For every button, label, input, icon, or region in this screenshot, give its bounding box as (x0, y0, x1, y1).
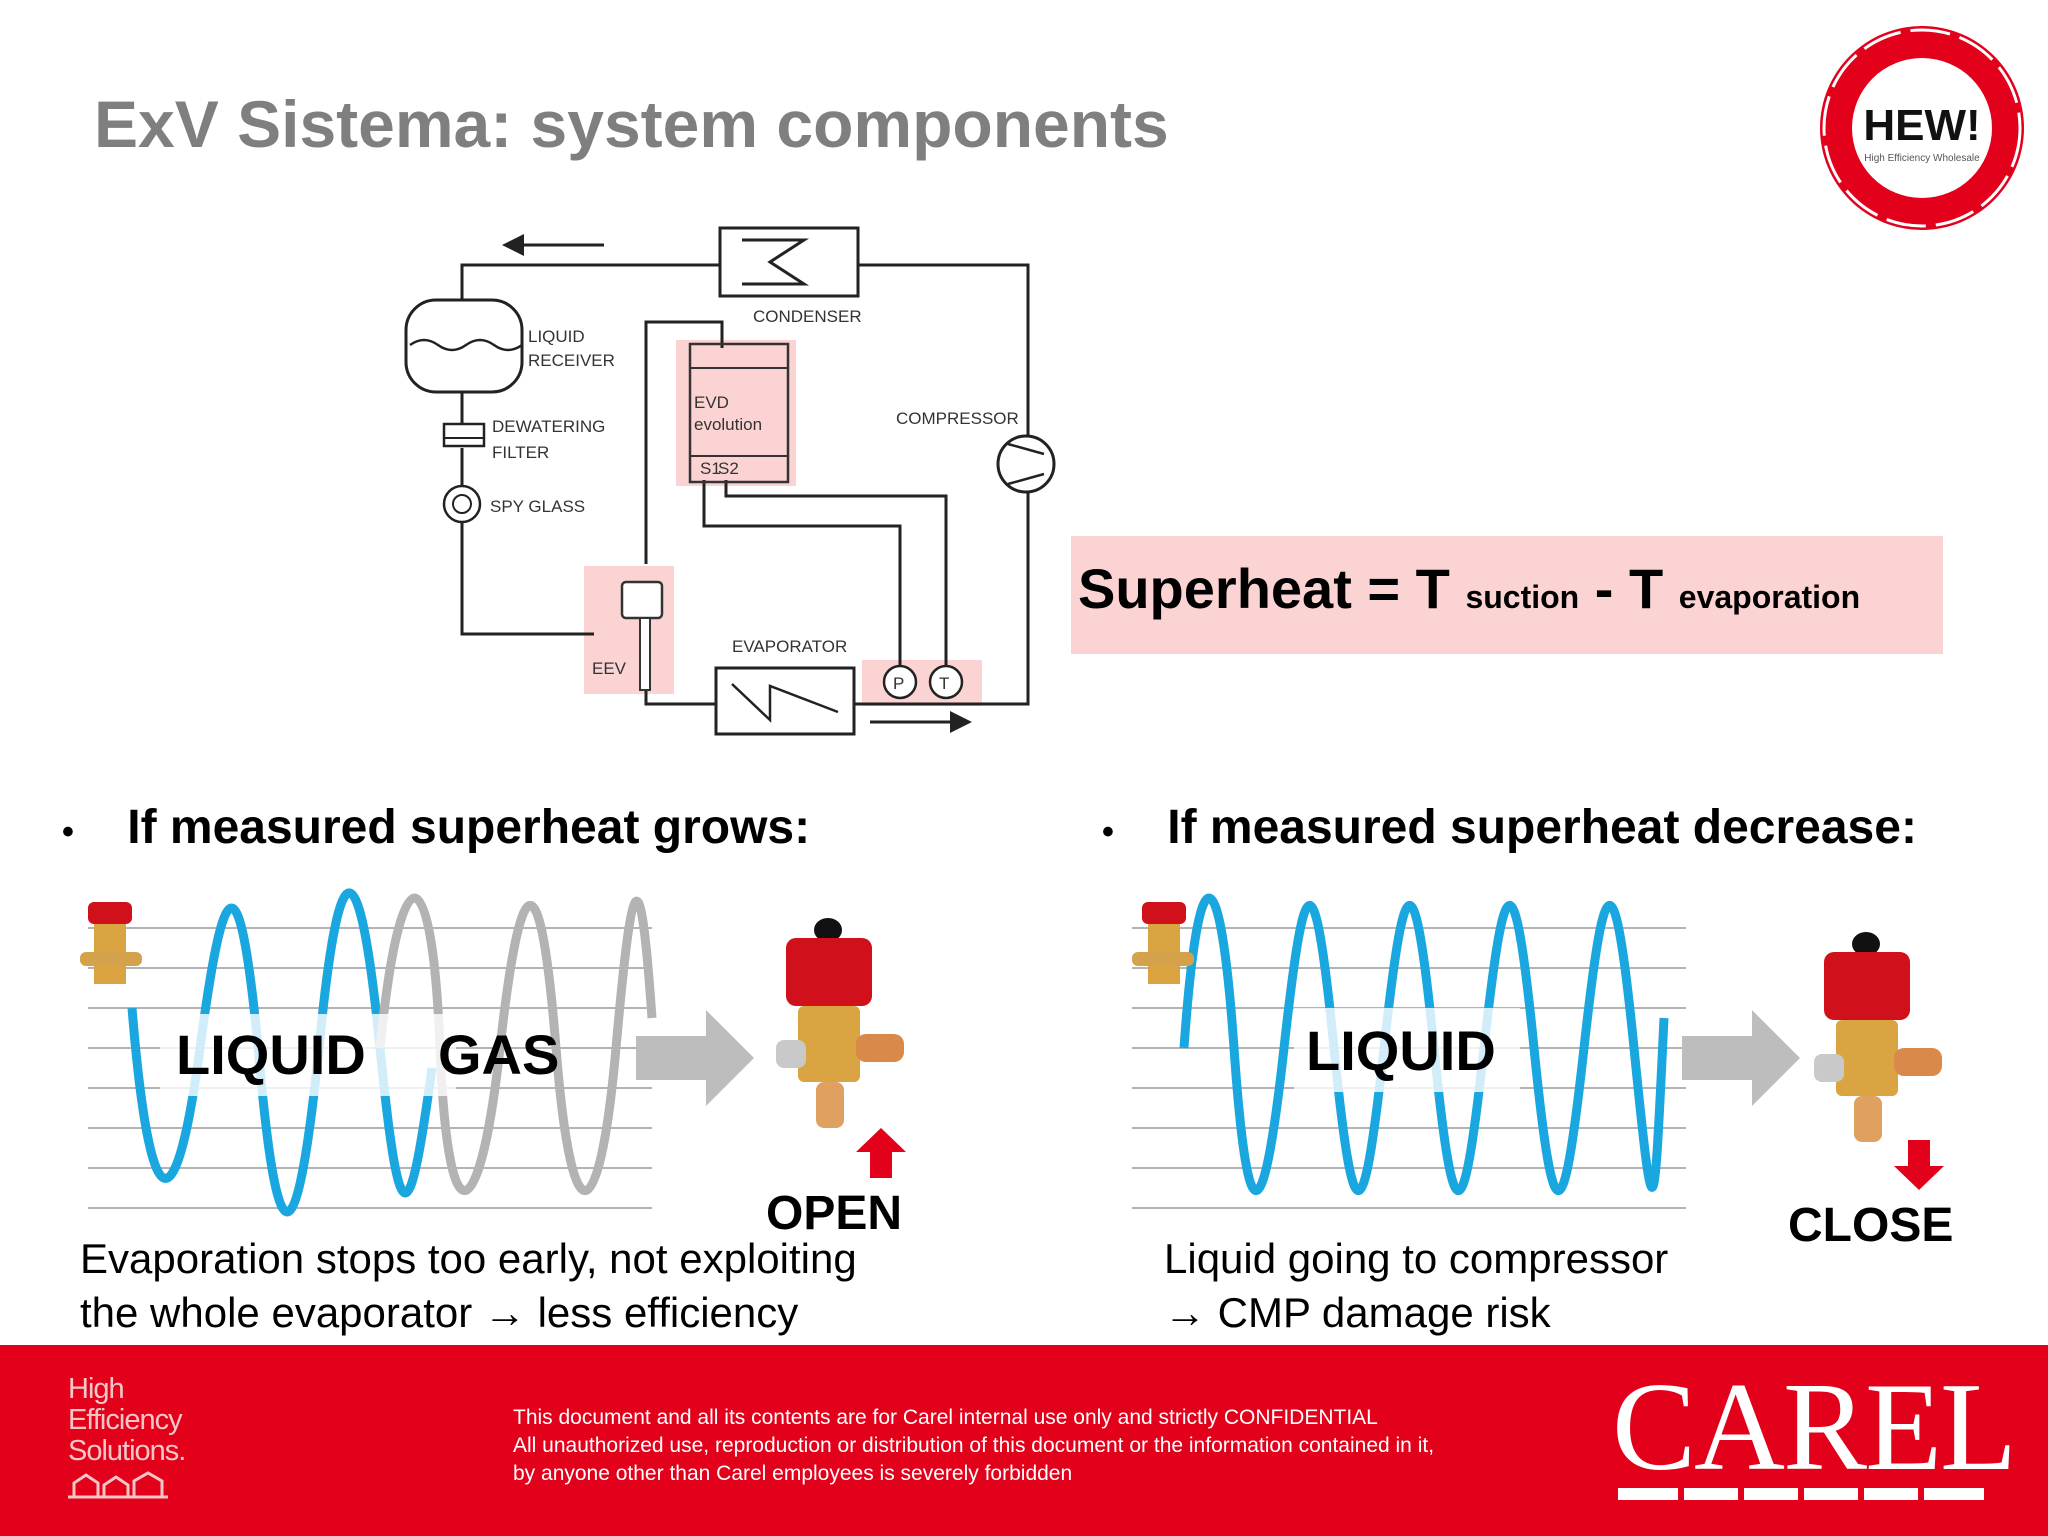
spy-glass-icon (442, 484, 482, 524)
hew-badge-logo: HEW! High Efficiency Wholesale (1820, 26, 2024, 230)
right-wave-illustration (1132, 893, 1686, 1209)
valve-icon-small (1142, 902, 1186, 924)
gas-label: GAS (438, 1023, 560, 1086)
formula-sub-suction: suction (1465, 579, 1580, 615)
eev-valve-icon (620, 580, 664, 620)
valve-icon-small (88, 902, 132, 924)
spy-glass-label: SPY GLASS (490, 497, 585, 516)
evaporator-icon (714, 666, 856, 736)
disclaimer-line-3: by anyone other than Carel employees is … (513, 1462, 1073, 1485)
left-description: Evaporation stops too early, not exploit… (80, 1232, 857, 1340)
t-label: T (939, 674, 949, 693)
superheat-formula: Superheat = T suction - T evaporation (1078, 556, 1860, 621)
evaporator-label: EVAPORATOR (732, 637, 847, 656)
bullet: • (62, 813, 74, 851)
valve-close-icon (1814, 932, 1942, 1142)
left-description-line-1: Evaporation stops too early, not exploit… (80, 1235, 857, 1282)
high-efficiency-solutions-logo: High Efficiency Solutions. (68, 1373, 186, 1508)
dewatering-filter-label-2: FILTER (492, 443, 549, 462)
s1-label: S1 (700, 459, 721, 478)
disclaimer-line-1: This document and all its contents are f… (513, 1406, 1378, 1429)
confidentiality-disclaimer: This document and all its contents are f… (513, 1404, 1434, 1488)
gas-wave (375, 893, 657, 1196)
compressor-icon (996, 434, 1056, 494)
evd-label: EVD (694, 393, 729, 412)
formula-sub-evaporation: evaporation (1678, 579, 1861, 615)
left-bullet-heading: • If measured superheat grows: (62, 800, 810, 855)
left-wave-illustration (80, 888, 657, 1217)
left-heading-text: If measured superheat grows: (127, 801, 811, 854)
right-description-line-2: → CMP damage risk (1164, 1289, 1551, 1336)
liquid-label-right: LIQUID (1306, 1019, 1496, 1082)
p-label: P (893, 674, 904, 693)
superheat-highlight-box (1071, 536, 1943, 654)
condenser-label: CONDENSER (753, 307, 862, 326)
buildings-icon (68, 1471, 168, 1499)
liquid-label-left: LIQUID (176, 1023, 366, 1086)
liquid-receiver-label: LIQUID (528, 327, 585, 346)
open-label: OPEN (766, 1187, 903, 1240)
footer-bar (0, 1345, 2048, 1536)
liquid-wave (127, 888, 437, 1217)
compressor-label: COMPRESSOR (896, 409, 1019, 428)
temperature-sensor-icon (928, 664, 964, 700)
evd-highlight (676, 340, 796, 486)
left-description-line-2: the whole evaporator → less efficiency (80, 1289, 799, 1336)
sensors-highlight (862, 660, 982, 706)
badge-sub-text: High Efficiency Wholesale (1864, 153, 1980, 164)
right-description-line-1: Liquid going to compressor (1164, 1235, 1669, 1282)
dewatering-filter-icon (442, 422, 486, 448)
valve-open-icon (776, 918, 904, 1128)
close-label: CLOSE (1788, 1199, 1954, 1252)
carel-logo: CAREL (1612, 1358, 2017, 1497)
badge-main-text: HEW! (1863, 101, 1980, 150)
liquid-receiver-label-2: RECEIVER (528, 351, 615, 370)
disclaimer-line-2: All unauthorized use, reproduction or di… (513, 1434, 1435, 1457)
condenser-icon (718, 226, 860, 298)
evd-controller-icon (688, 342, 790, 484)
dewatering-filter-label: DEWATERING (492, 417, 605, 436)
slide-title: ExV Sistema: system components (94, 87, 1169, 161)
left-gray-arrow-icon (636, 1010, 754, 1106)
refrigeration-circuit-diagram: CONDENSER LIQUID RECEIVER DEWATERING FIL… (404, 226, 1056, 736)
bullet: • (1102, 813, 1114, 851)
evd-label-2: evolution (694, 415, 762, 434)
s2-label: S2 (718, 459, 739, 478)
close-down-arrow-icon (1894, 1140, 1944, 1190)
right-heading-text: If measured superheat decrease: (1167, 801, 1917, 854)
pressure-sensor-icon (882, 664, 918, 700)
open-up-arrow-icon (856, 1128, 906, 1178)
formula-mid: - T (1579, 557, 1664, 620)
right-gray-arrow-icon (1682, 1010, 1800, 1106)
eev-label: EEV (592, 659, 627, 678)
formula-lhs: Superheat = T (1078, 557, 1450, 620)
right-description: Liquid going to compressor → CMP damage … (1164, 1232, 1668, 1340)
logo-line-1: High (68, 1373, 125, 1405)
logo-line-2: Efficiency (68, 1404, 183, 1436)
carel-logo-underline (1618, 1488, 1984, 1500)
logo-line-3: Solutions. (68, 1435, 186, 1467)
right-bullet-heading: • If measured superheat decrease: (1102, 800, 1917, 855)
